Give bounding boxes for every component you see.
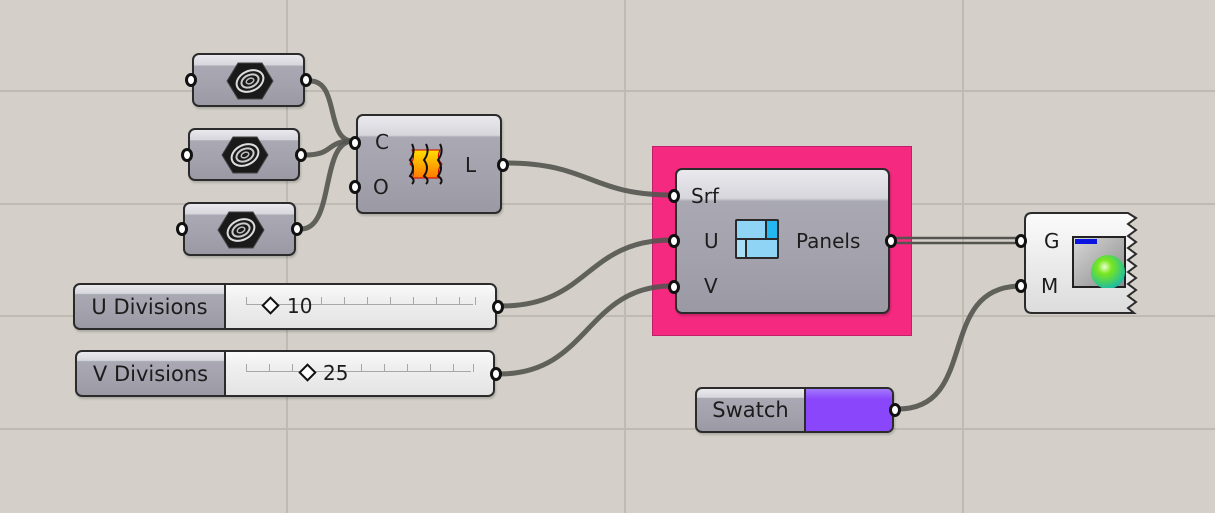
swatch-label: Swatch (697, 389, 806, 431)
grid-line (0, 90, 1215, 92)
output-port[interactable] (492, 300, 504, 314)
output-label-panels: Panels (796, 229, 861, 253)
slider-tick (475, 297, 476, 305)
loft-component[interactable]: C O L (349, 114, 509, 214)
input-label-o: O (373, 175, 389, 199)
loft-icon (408, 143, 443, 185)
curve-param-icon (217, 211, 265, 249)
input-label-srf: Srf (691, 184, 719, 208)
output-label-l: L (465, 153, 477, 177)
slider-tick (292, 364, 293, 372)
grid-line (0, 203, 1215, 205)
slider-tick (246, 364, 247, 372)
slider-tick (436, 297, 437, 305)
slider-label: U Divisions (75, 285, 226, 328)
grid-line (962, 0, 964, 513)
curve-param-2[interactable] (181, 128, 307, 181)
slider-tick (413, 297, 414, 305)
slider-knob[interactable] (298, 363, 317, 382)
slider-rail (246, 304, 473, 305)
curve-param-icon (221, 136, 269, 174)
input-port-srf[interactable] (668, 189, 680, 203)
input-port[interactable] (176, 222, 188, 236)
swatch-color-box[interactable] (806, 389, 892, 431)
slider-value: 10 (287, 294, 313, 318)
slider-track[interactable]: 10 (226, 285, 495, 328)
curve-param-1[interactable] (185, 53, 312, 107)
input-port[interactable] (181, 148, 193, 162)
u-divisions-slider[interactable]: U Divisions 10 (73, 283, 504, 330)
slider-tick (384, 364, 385, 372)
input-label-c: C (375, 130, 389, 154)
slider-value: 25 (323, 361, 349, 385)
output-port-panels[interactable] (885, 234, 897, 248)
colour-swatch[interactable]: Swatch (695, 387, 901, 433)
slider-label: V Divisions (77, 352, 226, 395)
input-port-m[interactable] (1015, 279, 1027, 293)
slider-tick (246, 297, 247, 305)
curve-param-icon (226, 62, 274, 100)
slider-tick (390, 297, 391, 305)
grid-line (624, 0, 626, 513)
grid-line (286, 0, 288, 513)
curve-param-3[interactable] (176, 202, 303, 256)
custom-preview-component[interactable]: G M (1015, 212, 1142, 314)
slider-tick (361, 364, 362, 372)
slider-tick (459, 297, 460, 305)
input-port-o[interactable] (349, 180, 361, 194)
slider-tick (344, 297, 345, 305)
output-port[interactable] (490, 367, 502, 381)
slider-tick (453, 364, 454, 372)
input-port-g[interactable] (1015, 234, 1027, 248)
slider-tick (367, 297, 368, 305)
slider-track[interactable]: 25 (226, 352, 493, 395)
input-port-c[interactable] (349, 136, 361, 150)
slider-tick (269, 364, 270, 372)
slider-tick (407, 364, 408, 372)
surface-panels-component[interactable]: Srf U V Panels (668, 168, 897, 314)
output-port[interactable] (300, 73, 312, 87)
input-label-v: V (704, 274, 718, 298)
input-label-g: G (1044, 229, 1060, 253)
output-port-l[interactable] (497, 158, 509, 172)
slider-tick (430, 364, 431, 372)
slider-knob[interactable] (261, 296, 280, 315)
slider-rail (246, 371, 471, 372)
surface-panels-icon (735, 219, 779, 259)
input-port-v[interactable] (668, 280, 680, 294)
slider-tick (473, 364, 474, 372)
input-port-u[interactable] (668, 234, 680, 248)
input-port[interactable] (185, 73, 197, 87)
output-port[interactable] (291, 222, 303, 236)
output-port[interactable] (889, 403, 901, 417)
output-port[interactable] (295, 148, 307, 162)
custom-preview-icon (1072, 236, 1126, 288)
v-divisions-slider[interactable]: V Divisions 25 (75, 350, 502, 397)
input-label-u: U (704, 229, 719, 253)
slider-tick (321, 297, 322, 305)
input-label-m: M (1041, 274, 1059, 298)
grid-line (0, 428, 1215, 430)
